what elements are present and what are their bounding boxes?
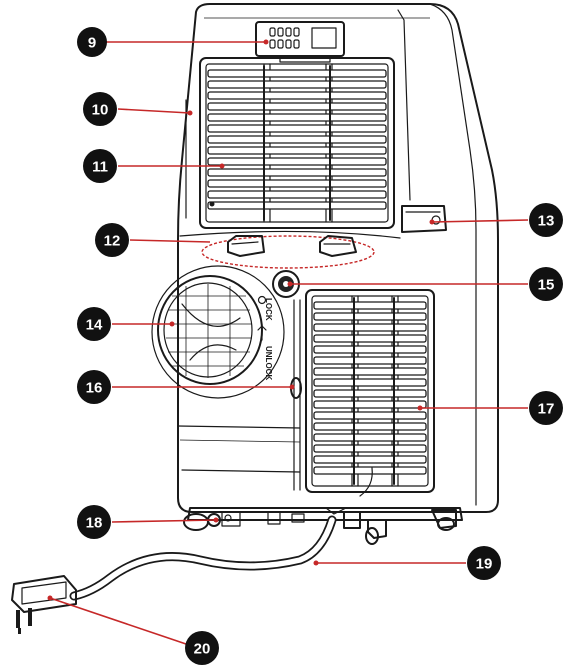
callout-15-label: 15	[538, 277, 555, 294]
top-control-panel	[256, 22, 344, 62]
callout-19-label: 19	[476, 556, 493, 573]
power-plug	[12, 576, 76, 634]
callout-17-label: 17	[538, 401, 555, 418]
leader-13	[432, 220, 528, 222]
leader-10	[118, 109, 190, 113]
callout-13: 13	[529, 203, 563, 237]
hose-latch	[291, 300, 301, 490]
carry-handles	[202, 236, 374, 268]
leader-12	[130, 240, 210, 242]
callout-14: 14	[77, 307, 111, 341]
callout-12: 12	[95, 223, 129, 257]
caster-right	[344, 510, 456, 544]
callout-13-label: 13	[538, 213, 555, 230]
exhaust-port: LOCK UNLOCK	[152, 266, 284, 398]
callout-12-label: 12	[104, 233, 121, 250]
side-cord-hook	[402, 206, 446, 232]
lower-filter-grille	[306, 290, 434, 496]
callout-10: 10	[83, 92, 117, 126]
callout-10-label: 10	[92, 102, 109, 119]
upper-filter-grille	[200, 58, 394, 228]
leader-18	[112, 520, 216, 522]
unlock-label: UNLOCK	[264, 346, 273, 380]
callout-9-label: 9	[88, 35, 96, 52]
callout-19: 19	[467, 546, 501, 580]
callout-18-label: 18	[86, 515, 103, 532]
callout-11-label: 11	[92, 159, 108, 176]
callout-15: 15	[529, 267, 563, 301]
callout-16: 16	[77, 370, 111, 404]
callout-17: 17	[529, 391, 563, 425]
power-cord	[74, 520, 332, 596]
callout-18: 18	[77, 505, 111, 539]
callout-9: 9	[77, 27, 107, 57]
callout-20: 20	[185, 631, 219, 665]
callout-20-label: 20	[194, 641, 211, 658]
callout-14-label: 14	[86, 317, 103, 334]
drain-port	[259, 271, 300, 304]
callout-16-label: 16	[86, 380, 103, 397]
leader-20	[50, 598, 186, 644]
callout-11: 11	[83, 149, 117, 183]
